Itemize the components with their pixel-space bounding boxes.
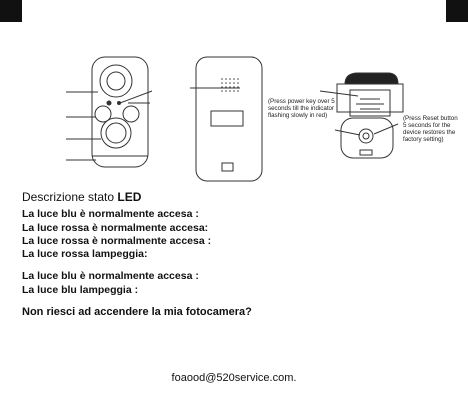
ir-led-left xyxy=(94,105,112,123)
led-status-line: La luce blu è normalmente accesa : xyxy=(22,208,199,220)
led-status-line: La luce rossa è normalmente accesa: xyxy=(22,222,209,234)
led-status-line: La luce rossa lampeggia: xyxy=(22,248,148,260)
camera-lens xyxy=(99,64,133,98)
led-status-line: La luce blu lampeggia : xyxy=(22,284,139,296)
led-status-line: La luce blu è normalmente accesa : xyxy=(22,270,199,282)
side-lower-body xyxy=(340,117,394,159)
led-status-heading-text: Descrizione stato xyxy=(22,190,118,204)
camera-back-view xyxy=(190,56,263,182)
label-plate xyxy=(210,110,244,127)
power-key-panel xyxy=(349,89,391,117)
led-status-heading: Descrizione stato LED xyxy=(22,190,141,204)
led-status-heading-bold: LED xyxy=(117,190,142,204)
camera-side-view xyxy=(319,72,404,159)
page-corner-tab-left xyxy=(0,0,22,22)
reset-button-note: (Press Reset button 5 seconds for the de… xyxy=(403,115,458,143)
camera-front-view xyxy=(66,56,153,168)
speaker-grille xyxy=(221,78,239,92)
pir-sensor xyxy=(100,117,132,149)
camera-diagram xyxy=(66,56,404,182)
power-key-note: (Press power key over 5 seconds till the… xyxy=(268,98,335,119)
camera-front-body xyxy=(91,56,149,168)
contact-email: foaood@520service.com. xyxy=(171,372,297,384)
side-upper-body xyxy=(336,83,404,113)
camera-back-body xyxy=(195,56,263,182)
side-top-cap xyxy=(344,72,399,85)
side-slot xyxy=(359,149,373,156)
faq-question: Non riesci ad accendere la mia fotocamer… xyxy=(22,306,252,318)
led-status-line: La luce rossa è normalmente accesa : xyxy=(22,235,212,247)
light-sensor-icon xyxy=(106,100,112,106)
bottom-port xyxy=(221,162,234,172)
reset-button-icon xyxy=(358,128,374,144)
ir-led-right xyxy=(122,105,140,123)
page-corner-tab-right xyxy=(446,0,468,22)
